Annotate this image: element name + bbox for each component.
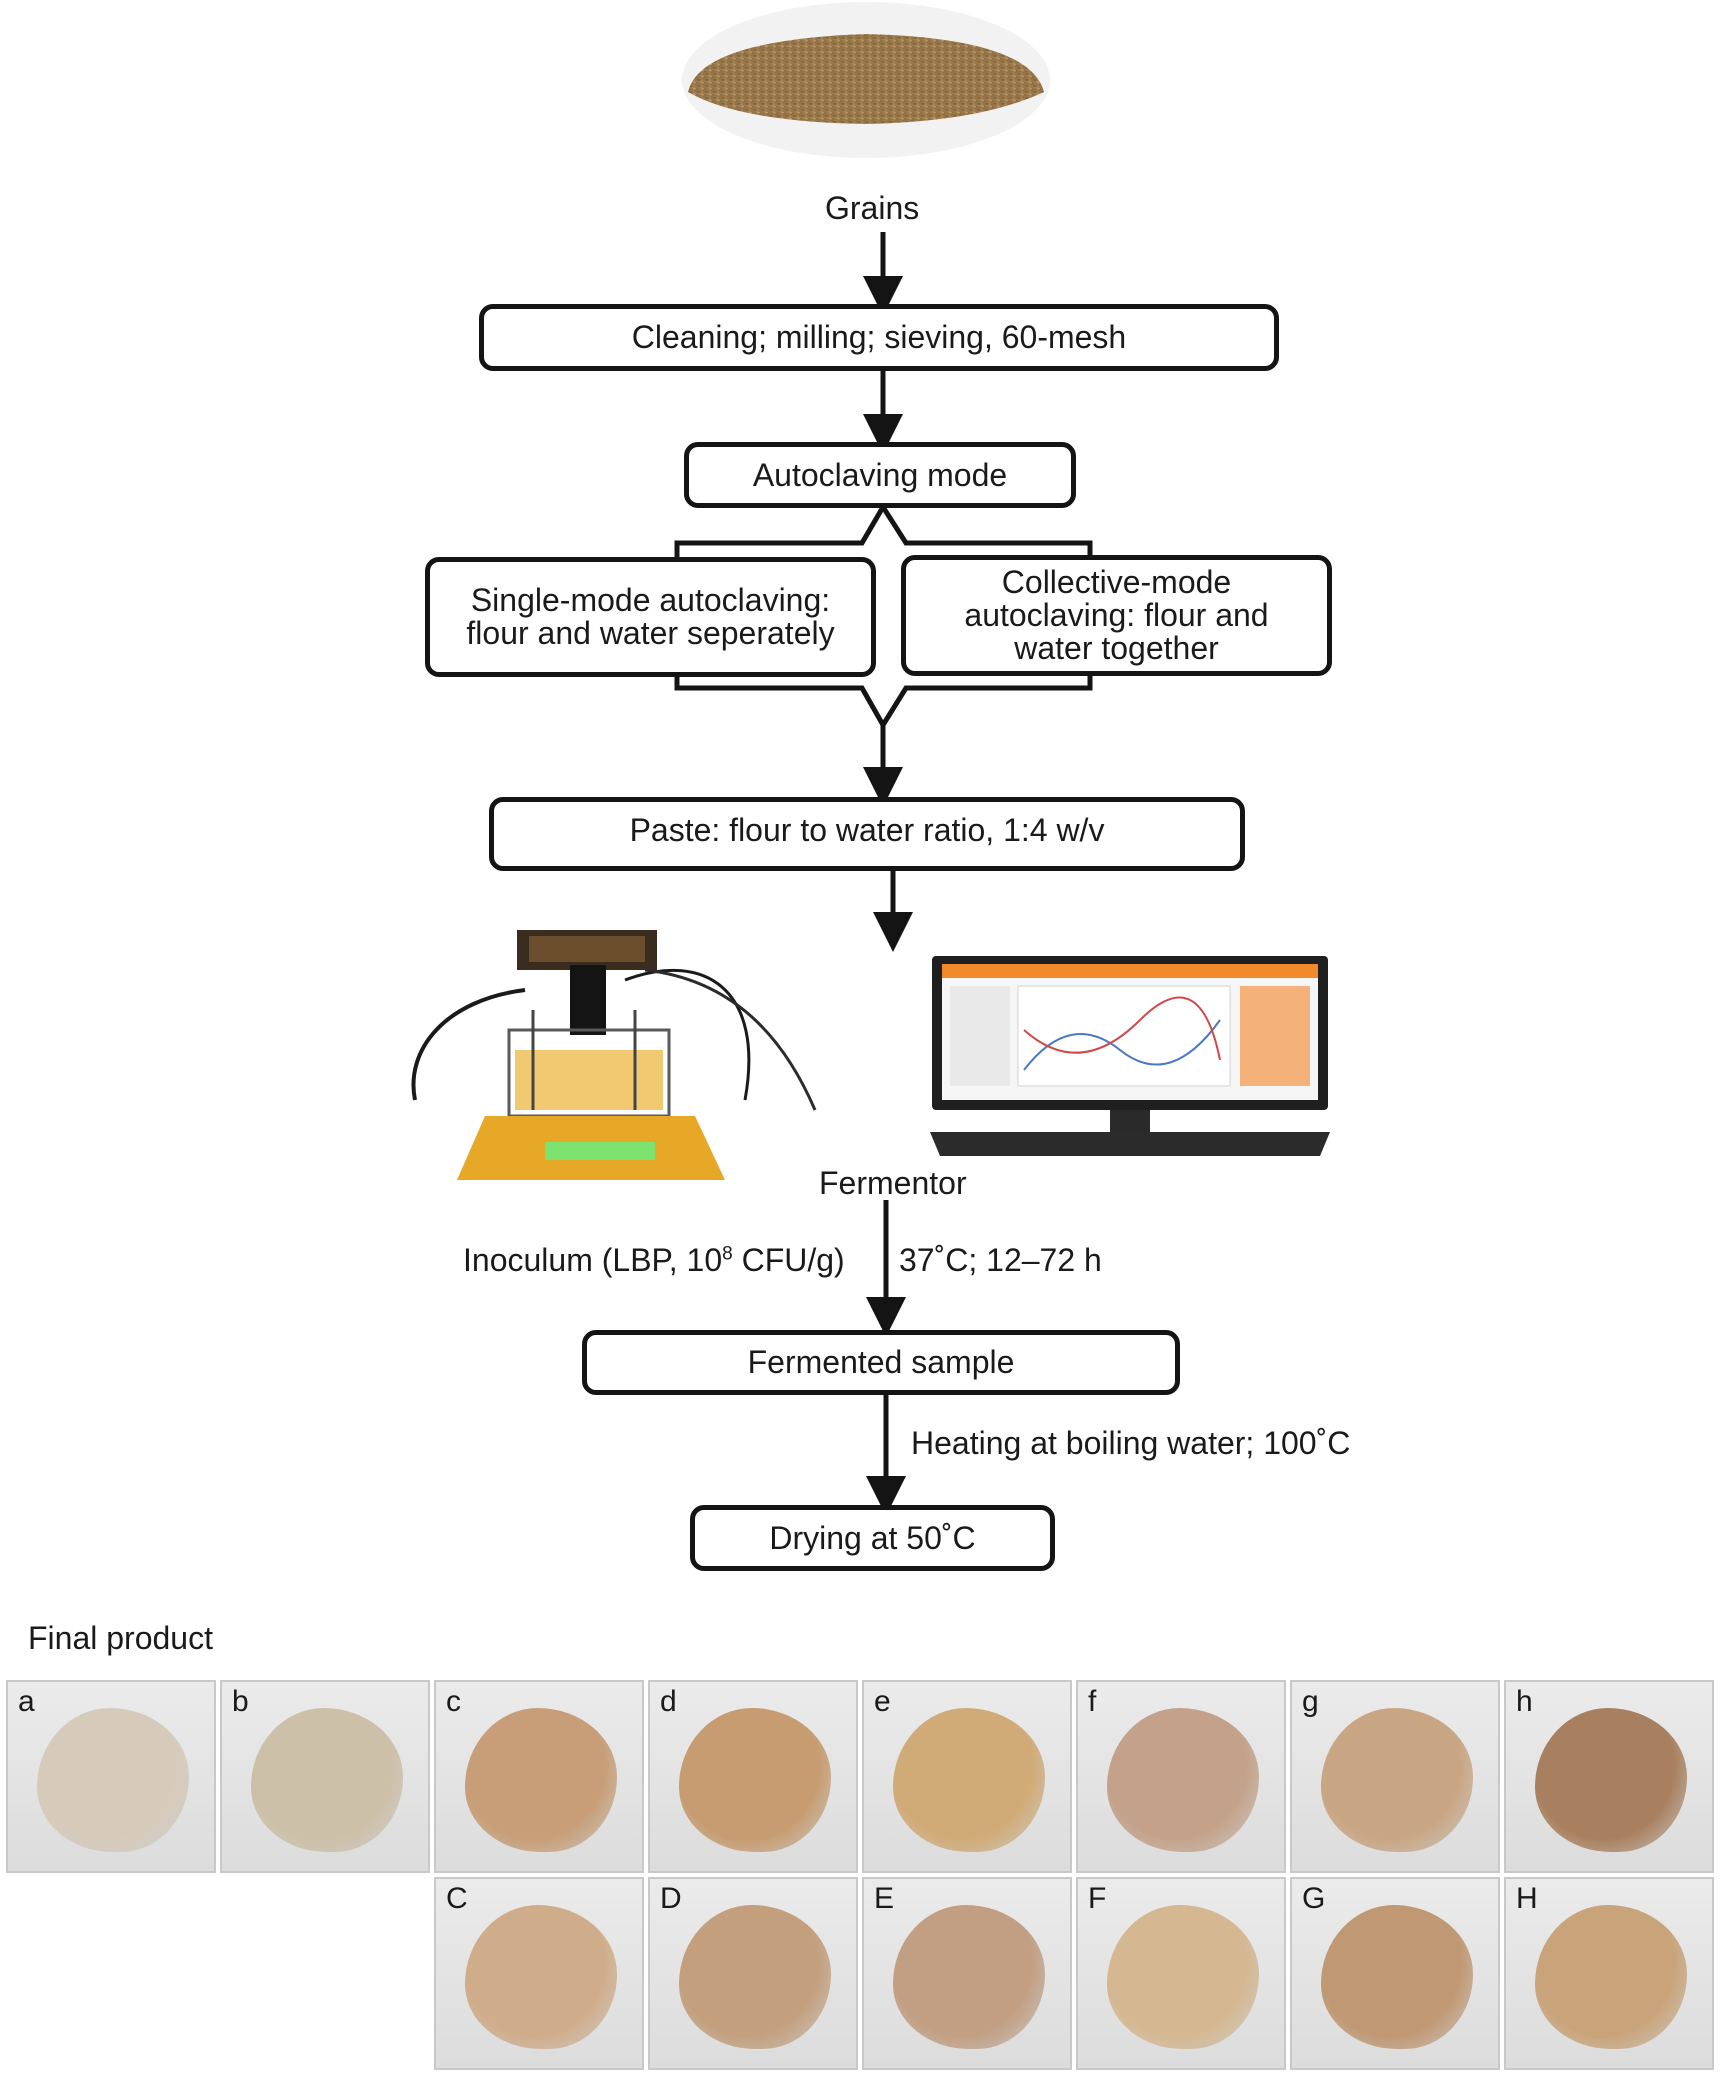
sample-label: E xyxy=(874,1882,895,1915)
product-sample-F: F xyxy=(1076,1877,1286,2070)
sample-label: G xyxy=(1302,1882,1326,1915)
inoculum-exponent: 8 xyxy=(722,1243,733,1265)
powder-pile xyxy=(892,1905,1046,2050)
single-mode-box: Single-mode autoclaving: flour and water… xyxy=(425,557,876,677)
sample-label: F xyxy=(1088,1882,1107,1915)
sample-label: H xyxy=(1516,1882,1538,1915)
final-product-title: Final product xyxy=(28,1620,213,1656)
inoculum-text-pre: Inoculum (LBP, 10 xyxy=(463,1242,723,1278)
powder-pile xyxy=(1534,1905,1688,2050)
product-sample-e: e xyxy=(862,1680,1072,1873)
paste-box: Paste: flour to water ratio, 1:4 w/v xyxy=(489,797,1245,871)
powder-pile xyxy=(36,1708,190,1853)
fermented-sample-box: Fermented sample xyxy=(582,1330,1180,1395)
powder-pile xyxy=(250,1708,404,1853)
product-sample-h: h xyxy=(1504,1680,1714,1873)
powder-pile xyxy=(1534,1708,1688,1853)
cleaning-box: Cleaning; milling; sieving, 60-mesh xyxy=(479,304,1279,371)
sample-label: a xyxy=(18,1685,35,1718)
sample-label: b xyxy=(232,1685,249,1718)
product-sample-H: H xyxy=(1504,1877,1714,2070)
sample-label: c xyxy=(446,1685,461,1718)
collective-mode-box: Collective-mode autoclaving: flour and w… xyxy=(901,555,1332,676)
product-sample-D: D xyxy=(648,1877,858,2070)
autoclaving-mode-box: Autoclaving mode xyxy=(684,442,1076,508)
product-sample-f: f xyxy=(1076,1680,1286,1873)
powder-pile xyxy=(1106,1905,1260,2050)
product-sample-G: G xyxy=(1290,1877,1500,2070)
sample-label: d xyxy=(660,1685,677,1718)
drying-box: Drying at 50˚C xyxy=(690,1505,1055,1571)
sample-label: f xyxy=(1088,1685,1097,1718)
sample-label: C xyxy=(446,1882,468,1915)
powder-pile xyxy=(464,1905,618,2050)
fermentation-conditions-label: 37˚C; 12–72 h xyxy=(899,1242,1102,1278)
product-sample-c: c xyxy=(434,1680,644,1873)
product-sample-a: a xyxy=(6,1680,216,1873)
product-sample-C: C xyxy=(434,1877,644,2070)
merge-bottom-connector xyxy=(674,674,1093,730)
sample-label: h xyxy=(1516,1685,1533,1718)
fermentor-apparatus-image xyxy=(411,930,817,1180)
product-sample-b: b xyxy=(220,1680,430,1873)
grains-label: Grains xyxy=(825,190,920,226)
product-sample-E: E xyxy=(862,1877,1072,2070)
powder-pile xyxy=(1320,1905,1474,2050)
inoculum-text-post: CFU/g) xyxy=(732,1242,845,1278)
product-sample-d: d xyxy=(648,1680,858,1873)
powder-pile xyxy=(1106,1708,1260,1853)
powder-pile xyxy=(892,1708,1046,1853)
sample-label: e xyxy=(874,1685,891,1718)
inoculum-label: Inoculum (LBP, 108 CFU/g) xyxy=(463,1242,845,1279)
powder-pile xyxy=(678,1905,832,2050)
product-sample-g: g xyxy=(1290,1680,1500,1873)
computer-monitor-image xyxy=(930,956,1330,1156)
powder-pile xyxy=(678,1708,832,1853)
fermentor-label: Fermentor xyxy=(819,1165,967,1201)
sample-label: D xyxy=(660,1882,682,1915)
split-top-connector xyxy=(674,505,1093,558)
grains-image xyxy=(682,2,1050,158)
powder-pile xyxy=(464,1708,618,1853)
powder-pile xyxy=(1320,1708,1474,1853)
sample-label: g xyxy=(1302,1685,1319,1718)
heating-label: Heating at boiling water; 100˚C xyxy=(911,1425,1351,1461)
